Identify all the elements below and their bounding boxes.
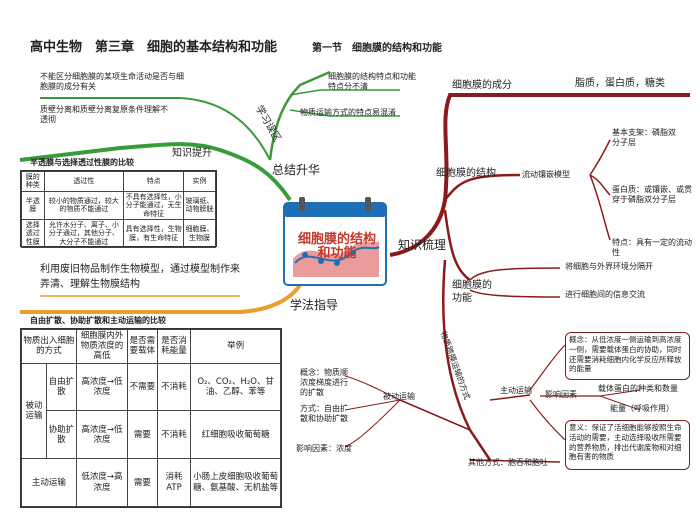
branch-label-tisheng: 知识提升 — [172, 148, 212, 159]
passive-item-1: 方式：自由扩散和协助扩散 — [300, 404, 348, 423]
kt-header-3: 实例 — [182, 171, 217, 192]
kt-header-2: 特点 — [123, 171, 184, 192]
model-item-1: 蛋白质：或镶嵌、或贯穿于磷脂双分子层 — [612, 185, 692, 204]
tt-cell: 小肠上皮细胞吸收葡萄糖、氨基酸、无机盐等 — [190, 458, 281, 507]
kt-header-0: 膜的种类 — [21, 171, 45, 192]
kt-cell: 半透膜 — [21, 190, 45, 220]
other-transport: 其他方式：胞吞和胞吐 — [468, 458, 548, 467]
active-factor-0: 载体蛋白的种类和数量 — [598, 384, 678, 393]
model-item-0: 基本支架：磷脂双分子层 — [612, 128, 676, 147]
function-item-0: 将细胞与外界环境分隔开 — [565, 262, 653, 271]
active-factor-1: 能量（呼吸作用） — [610, 404, 674, 413]
tt-header-3: 是否消耗能量 — [156, 329, 192, 364]
page-subtitle: 第一节 细胞膜的结构和功能 — [312, 43, 442, 54]
branch-label-xuefa: 学法指导 — [290, 298, 339, 312]
kt-cell: 细胞膜、生物膜 — [182, 218, 217, 249]
tt-cell: 不消耗 — [156, 410, 192, 460]
tt-header-2: 是否需要载体 — [127, 329, 158, 364]
tt-cell: 自由扩散 — [46, 362, 77, 412]
composition-value: 脂质，蛋白质，糖类 — [575, 78, 665, 89]
tt-cell: 消耗ATP — [156, 458, 192, 507]
function-item-1: 进行细胞间的信息交流 — [565, 290, 645, 299]
tt-cell: 协助扩散 — [46, 410, 77, 460]
transport-table: 物质出入细胞的方式 细胞膜内外物质浓度的高低 是否需要载体 是否消耗能量 举例 … — [20, 328, 282, 508]
calendar-illustration — [283, 197, 387, 286]
misconception-2: 质壁分离和质壁分离复原条件理解不透彻 — [40, 105, 168, 124]
branch-label-zhishi: 知识梳理 — [398, 238, 447, 252]
active-factor-label: 影响因素 — [545, 390, 577, 399]
kt-cell: 较小的物质通过，较大的物质不能通过 — [43, 190, 125, 220]
tt-cell: 需要 — [127, 458, 158, 507]
misconception-4: 物质运输方式的特点易混淆 — [300, 108, 396, 117]
branch-label-zongjie: 总结升华 — [272, 163, 321, 177]
tt-cell: O₂、CO₂、H₂O、甘油、乙醇、苯等 — [190, 362, 281, 412]
misconception-1: 不能区分细胞膜的某项生命活动是否与细胞膜的成分有关 — [40, 72, 184, 91]
kt-cell: 选择透过性膜 — [21, 218, 45, 249]
kt-header-1: 透过性 — [43, 171, 125, 192]
kt-cell: 玻璃纸、动物膀胱 — [182, 190, 217, 220]
composition-label: 细胞膜的成分 — [452, 80, 512, 91]
active-concept: 概念：从低浓度一侧运输到高浓度一侧，需要载体蛋白的协助，同时还需要消耗细胞内化学… — [565, 332, 690, 380]
tt-header-4: 举例 — [190, 329, 281, 364]
function-label: 细胞膜的功能 — [452, 280, 492, 304]
misconception-3: 细胞膜的结构特点和功能特点分不清 — [328, 72, 416, 91]
center-topic-label: 细胞膜的结构和功能 — [297, 232, 376, 262]
center-topic-card: 细胞膜的结构和功能 — [281, 197, 389, 287]
active-label: 主动运输 — [500, 386, 532, 395]
transport-table-caption: 自由扩散、协助扩散和主动运输的比较 — [30, 316, 166, 325]
tt-header-1: 细胞膜内外物质浓度的高低 — [75, 329, 129, 364]
tt-cell: 低浓度→高浓度 — [75, 458, 129, 507]
tt-cell: 不消耗 — [156, 362, 192, 412]
structure-label: 细胞膜的结构 — [436, 168, 496, 179]
passive-item-0: 概念：物质顺浓度梯度进行的扩散 — [300, 368, 348, 397]
tt-cell: 主动运输 — [21, 458, 77, 507]
tt-cell: 高浓度→低浓度 — [75, 362, 129, 412]
method-note: 利用废旧物品制作生物模型，通过模型制作来弄清、理解生物膜结构 — [40, 264, 240, 290]
active-meaning: 意义：保证了活细胞能够按照生命活动的需要，主动选择吸收所需要的营养物质，排出代谢… — [565, 420, 690, 470]
passive-item-2: 影响因素：浓度 — [296, 444, 352, 453]
tt-cell: 红细胞吸收葡萄糖 — [190, 410, 281, 460]
passive-label: 被动运输 — [383, 392, 415, 401]
tt-cell: 高浓度→低浓度 — [75, 410, 129, 460]
model-item-2: 特点：具有一定的流动性 — [612, 238, 692, 257]
kt-cell: 不具有选择性，小分子能通过，无生命特征 — [123, 190, 184, 220]
page-title: 高中生物 第三章 细胞的基本结构和功能 — [30, 40, 278, 55]
model-label: 流动镶嵌模型 — [522, 170, 570, 179]
knowledge-table: 膜的种类 透过性 特点 实例 半透膜 较小的物质通过，较大的物质不能通过 不具有… — [20, 170, 217, 249]
tt-group-label: 被动运输 — [21, 362, 47, 460]
kt-cell: 具有选择性，生物膜，有生命特征 — [123, 218, 184, 249]
kt-cell: 允许水分子、离子、小分子通过，其他分子、大分子不能通过 — [43, 218, 125, 249]
tt-header-0: 物质出入细胞的方式 — [21, 329, 77, 364]
tt-cell: 需要 — [127, 410, 158, 460]
knowledge-table-caption: 半透膜与选择透过性膜的比较 — [30, 158, 134, 167]
tt-cell: 不需要 — [127, 362, 158, 412]
